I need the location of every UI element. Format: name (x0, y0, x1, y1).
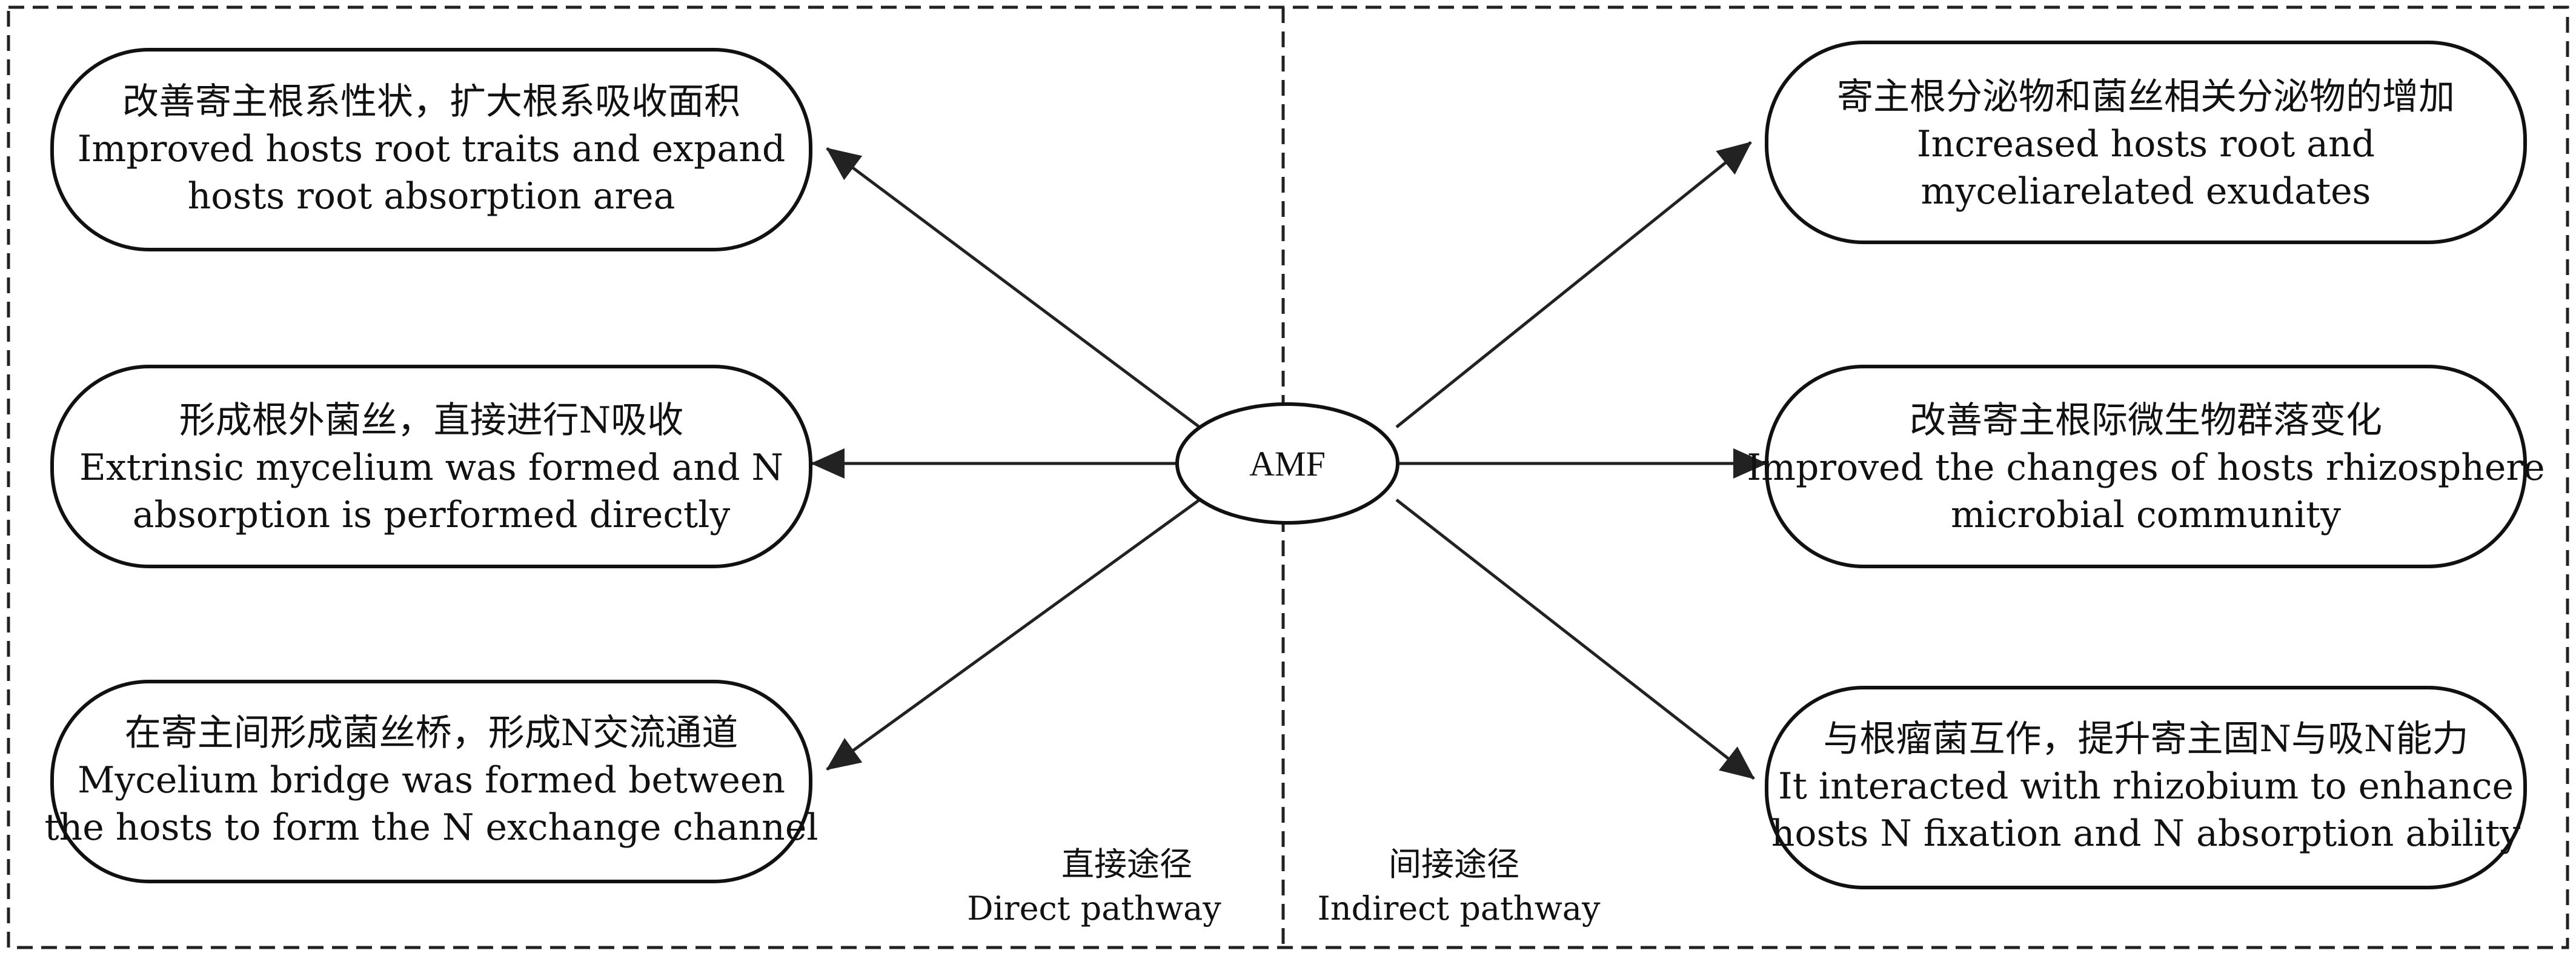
direct-box-2-line-1: 形成根外菌丝，直接进行N吸收 (179, 399, 684, 442)
direct-pathway-label-cn: 直接途径 (1061, 845, 1192, 883)
direct-box-1-line-1: 改善寄主根系性状，扩大根系吸收面积 (122, 81, 740, 123)
arrow-to-direct-box-3 (826, 498, 1201, 771)
indirect-box-1-line-1: 寄主根分泌物和菌丝相关分泌物的增加 (1837, 76, 2455, 118)
direct-box-1: 改善寄主根系性状，扩大根系吸收面积 Improved hosts root tr… (50, 48, 812, 251)
direct-box-3-line-3: the hosts to form the N exchange channel (44, 806, 818, 849)
amf-label: AMF (1249, 444, 1326, 483)
direct-pathway-label: 直接途径 Direct pathway (967, 845, 1221, 928)
outer-dashed-frame (7, 5, 2569, 949)
indirect-box-2-line-2: Improved the changes of hosts rhizospher… (1747, 446, 2544, 489)
arrow-to-indirect-box-1 (1395, 141, 1752, 428)
indirect-box-2: 改善寄主根际微生物群落变化 Improved the changes of ho… (1747, 365, 2545, 568)
direct-box-2-line-3: absorption is performed directly (133, 494, 731, 536)
direct-box-2: 形成根外菌丝，直接进行N吸收 Extrinsic mycelium was fo… (50, 365, 812, 568)
arrow-to-indirect-box-3 (1395, 499, 1755, 780)
indirect-box-2-line-3: microbial community (1951, 494, 2341, 536)
indirect-box-1: 寄主根分泌物和菌丝相关分泌物的增加 Increased hosts root a… (1765, 41, 2527, 244)
direct-box-3: 在寄主间形成菌丝桥，形成N交流通道 Mycelium bridge was fo… (44, 680, 818, 883)
indirect-box-2-line-1: 改善寄主根际微生物群落变化 (1910, 399, 2382, 442)
indirect-pathway-label: 间接途径 Indirect pathway (1318, 845, 1601, 928)
indirect-box-3-line-2: It interacted with rhizobium to enhance (1778, 765, 2514, 808)
indirect-box-3: 与根瘤菌互作，提升寄主固N与吸N能力 It interacted with rh… (1765, 686, 2527, 889)
arrows (811, 141, 1767, 780)
direct-box-1-line-2: Improved hosts root traits and expand (78, 128, 786, 170)
indirect-box-1-line-2: Increased hosts root and (1917, 123, 2375, 165)
direct-pathway-label-en: Direct pathway (967, 889, 1221, 928)
amf-node: AMF (1175, 402, 1399, 525)
direct-box-2-line-2: Extrinsic mycelium was formed and N (79, 446, 783, 489)
indirect-box-3-line-3: hosts N fixation and N absorption abilit… (1771, 812, 2521, 855)
direct-box-3-line-2: Mycelium bridge was formed between (78, 759, 785, 802)
indirect-box-1-line-3: myceliarelated exudates (1921, 170, 2371, 213)
indirect-pathway-label-en: Indirect pathway (1318, 889, 1601, 928)
indirect-box-3-line-1: 与根瘤菌互作，提升寄主固N与吸N能力 (1824, 718, 2469, 760)
arrow-to-direct-box-1 (826, 147, 1201, 429)
direct-box-3-line-1: 在寄主间形成菌丝桥，形成N交流通道 (125, 712, 739, 754)
indirect-pathway-label-cn: 间接途径 (1389, 845, 1519, 883)
direct-box-1-line-3: hosts root absorption area (188, 175, 676, 217)
